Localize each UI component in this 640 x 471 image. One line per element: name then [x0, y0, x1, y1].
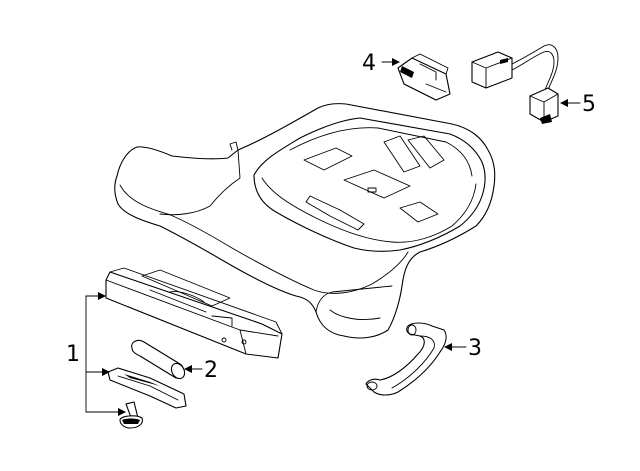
part-5-harness: [471, 44, 559, 124]
part-1-bolt: [119, 401, 143, 429]
callout-4-label: 4: [362, 51, 376, 76]
seat-frame: [114, 103, 496, 339]
callout-5-leader: [560, 99, 581, 107]
part-1-module: [105, 267, 283, 359]
callout-3-label: 3: [468, 336, 482, 361]
callout-5-label: 5: [582, 92, 596, 117]
part-2-cylinder: [131, 339, 186, 380]
callout-1-leaders: [85, 292, 126, 416]
callout-1-label: 1: [66, 342, 80, 367]
callout-3-leader: [444, 343, 467, 351]
callout-4-leader: [381, 58, 400, 66]
part-1-bracket: [107, 367, 187, 409]
callout-2-leader: [184, 365, 203, 373]
callout-2-label: 2: [204, 358, 218, 383]
part-4-connector: [397, 53, 451, 101]
part-3-bracket: [365, 322, 447, 396]
